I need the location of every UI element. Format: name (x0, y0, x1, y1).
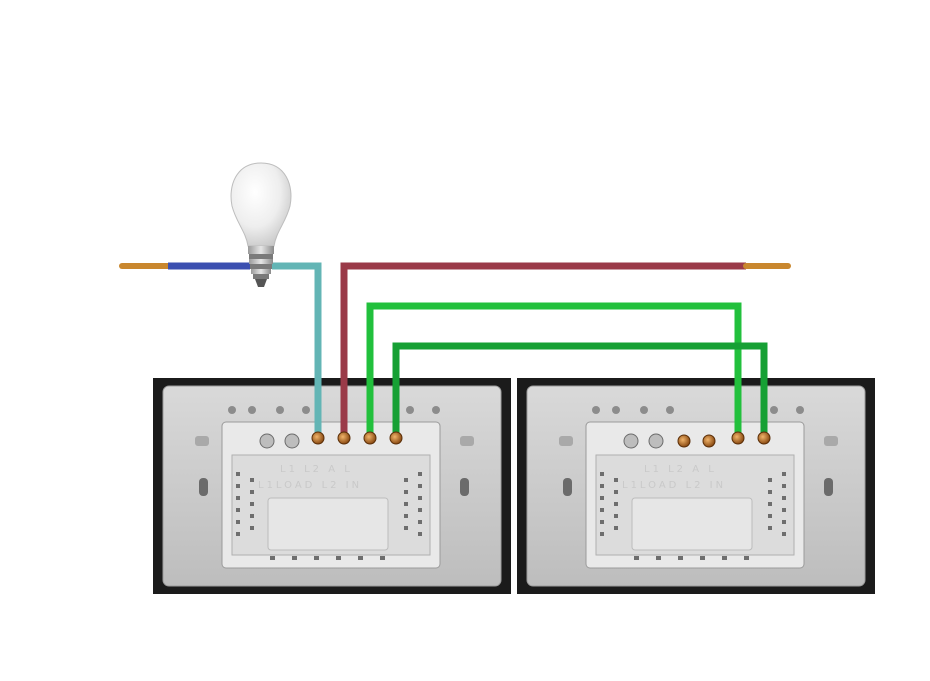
traveler-wire-1 (366, 302, 742, 434)
switch-left: L1 L2 A L L1LOAD L2 IN (153, 378, 511, 594)
light-bulb (230, 162, 292, 287)
terminal-label-top: L1 L2 A L (644, 464, 717, 475)
terminal-label-bottom: L1LOAD L2 IN (258, 480, 362, 491)
terminal-label-bottom: L1LOAD L2 IN (622, 480, 726, 491)
bulb-to-switch-wire (272, 262, 322, 434)
terminal-screws (311, 431, 771, 445)
live-wire (340, 262, 791, 434)
traveler-wire-2 (392, 342, 768, 434)
terminal-label-top: L1 L2 A L (280, 464, 353, 475)
switch-right: L1 L2 A L L1LOAD L2 IN (517, 378, 875, 594)
